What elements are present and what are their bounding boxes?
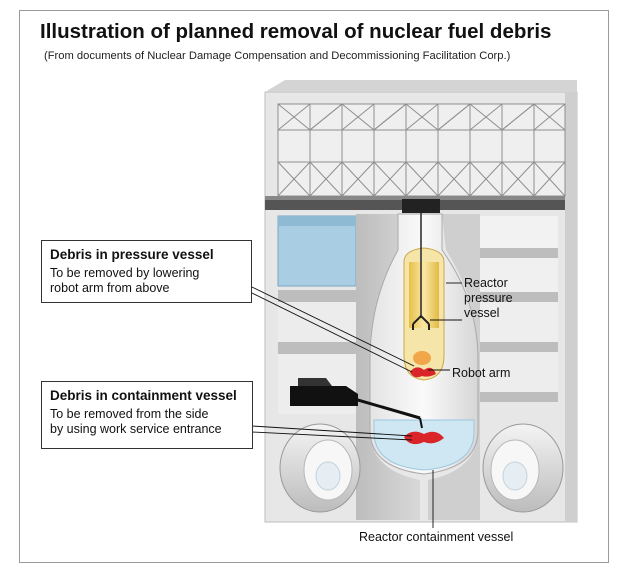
label-rpv-line2: pressure <box>464 291 513 305</box>
containment-wall-right <box>428 214 480 520</box>
fuel-pool <box>277 215 357 287</box>
callout-containment-heading: Debris in containment vessel <box>50 388 237 403</box>
callout-containment-vessel: Debris in containment vessel To be remov… <box>41 381 253 449</box>
label-reactor-pressure-vessel: Reactor pressure vessel <box>464 276 513 321</box>
callout-containment-line2: by using work service entrance <box>50 422 222 436</box>
side-robot-arm <box>290 378 423 429</box>
suppression-chamber-left <box>279 423 361 513</box>
roof-truss <box>277 103 566 197</box>
robot-arm-gripper <box>412 314 430 330</box>
callout-pressure-line2: robot arm from above <box>50 281 170 295</box>
suppression-chamber-right <box>482 423 564 513</box>
label-robot-arm: Robot arm <box>452 366 511 380</box>
shield-plug <box>402 199 440 213</box>
containment-wall-left <box>356 214 420 520</box>
callout-pressure-body: To be removed by lowering robot arm from… <box>50 266 243 296</box>
right-floors <box>470 216 558 402</box>
containment-water <box>373 419 475 471</box>
leader-lines <box>249 282 462 528</box>
fuel-core <box>409 262 439 328</box>
callout-containment-body: To be removed from the side by using wor… <box>50 407 244 437</box>
callout-pressure-line1: To be removed by lowering <box>50 266 200 280</box>
debris-containment-vessel <box>404 431 444 445</box>
label-rpv-line1: Reactor <box>464 276 508 290</box>
label-reactor-containment-vessel: Reactor containment vessel <box>359 530 514 544</box>
callout-containment-line1: To be removed from the side <box>50 407 209 421</box>
callout-pressure-heading: Debris in pressure vessel <box>50 247 214 262</box>
label-rpv-line3: vessel <box>464 306 500 320</box>
figure-title: Illustration of planned removal of nucle… <box>40 20 552 43</box>
figure-subtitle: (From documents of Nuclear Damage Compen… <box>44 50 511 62</box>
callout-pressure-vessel: Debris in pressure vessel To be removed … <box>41 240 252 303</box>
